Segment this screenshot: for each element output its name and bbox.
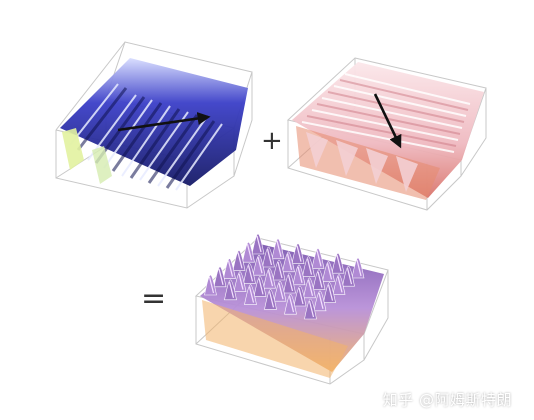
sum-peak <box>293 285 307 307</box>
sum-peak <box>304 298 317 320</box>
pink-crest-lines <box>301 73 471 153</box>
sum-peak-highlight <box>336 255 342 272</box>
sum-peak <box>291 243 305 264</box>
sum-peak-highlight <box>258 278 264 295</box>
sum-peak-highlight <box>287 274 294 292</box>
sum-peak <box>271 238 285 260</box>
blue-wave-surface <box>55 41 253 209</box>
sum-peak <box>272 259 286 281</box>
sum-peak-highlight <box>238 273 244 290</box>
sum-peak <box>242 241 255 263</box>
sum-peak-highlight <box>318 292 324 309</box>
sum-peak <box>311 248 325 269</box>
sum-peak <box>243 263 256 284</box>
sum-peak <box>313 290 327 312</box>
sum-peak <box>322 261 335 282</box>
sum-peak-highlight <box>346 268 353 285</box>
watermark-text: 知乎 @阿姆斯特朗 <box>382 391 512 409</box>
sum-peak-highlight <box>327 284 334 301</box>
sum-peak-highlight <box>228 281 235 298</box>
sum-peak <box>223 258 236 279</box>
plus-sign: + <box>261 126 283 156</box>
sum-peak-highlight <box>288 296 295 313</box>
sum-peak-highlight <box>266 248 273 266</box>
sum-peak <box>331 252 345 274</box>
sum-peak <box>284 293 297 315</box>
sum-egg-crate-surface <box>194 233 389 385</box>
sum-peak-highlight <box>278 283 284 300</box>
sum-peak-highlight <box>356 259 362 277</box>
sum-peak <box>351 257 365 279</box>
sum-peak <box>332 274 346 295</box>
sum-peak <box>232 250 246 271</box>
sum-peak <box>213 266 227 288</box>
sum-peak-highlight <box>227 260 234 277</box>
sum-peak-highlight <box>296 245 302 262</box>
sum-peak-highlight <box>307 279 314 296</box>
sum-peak-highlight <box>247 265 254 282</box>
sum-peak <box>263 267 276 289</box>
sum-peak-highlight <box>208 276 215 294</box>
sum-peak <box>292 264 306 286</box>
sum-peak-highlight <box>257 257 263 274</box>
sum-peak-highlight <box>218 268 224 285</box>
sum-peak-highlight <box>268 291 275 308</box>
sum-peak-highlight <box>337 276 343 293</box>
sum-peak <box>262 246 275 268</box>
sum-peak-highlight <box>308 300 315 318</box>
sum-peak-highlight <box>297 266 303 283</box>
blue-crest-lines <box>69 83 223 191</box>
sum-peak <box>204 274 217 296</box>
sum-peak <box>253 276 267 297</box>
equals-sign: = <box>141 281 167 316</box>
sum-peak <box>312 269 326 290</box>
sum-peak <box>252 254 266 276</box>
sum-peak <box>282 251 295 273</box>
sum-peak-grid <box>204 233 365 320</box>
sum-peak <box>302 256 315 277</box>
sum-peak-highlight <box>298 287 304 305</box>
sum-peak <box>264 289 277 310</box>
sum-peak-highlight <box>317 271 323 288</box>
blue-wave-vector-arrow <box>117 112 211 132</box>
pink-wave-vector-arrow <box>373 93 402 149</box>
sum-peak <box>233 271 247 292</box>
sum-peak-highlight <box>326 263 333 280</box>
sum-peak-highlight <box>316 250 322 267</box>
sum-peak <box>323 282 336 303</box>
sum-peak-highlight <box>277 261 283 279</box>
sum-peak <box>224 279 237 301</box>
sum-peak <box>273 280 287 302</box>
sum-peak <box>303 277 316 299</box>
sum-peak <box>244 284 257 305</box>
sum-peak <box>251 233 265 255</box>
sum-peak-highlight <box>306 258 313 275</box>
sum-peak-highlight <box>237 252 243 269</box>
sum-peak <box>283 272 296 294</box>
sum-peak-highlight <box>256 235 262 253</box>
pink-wave-surface <box>286 57 487 211</box>
sum-peak-highlight <box>248 286 255 303</box>
sum-peak-highlight <box>246 244 253 261</box>
sum-peak-highlight <box>286 253 293 270</box>
sum-peak-highlight <box>276 240 282 257</box>
sum-peak <box>342 265 355 287</box>
sum-peak-highlight <box>267 270 274 287</box>
